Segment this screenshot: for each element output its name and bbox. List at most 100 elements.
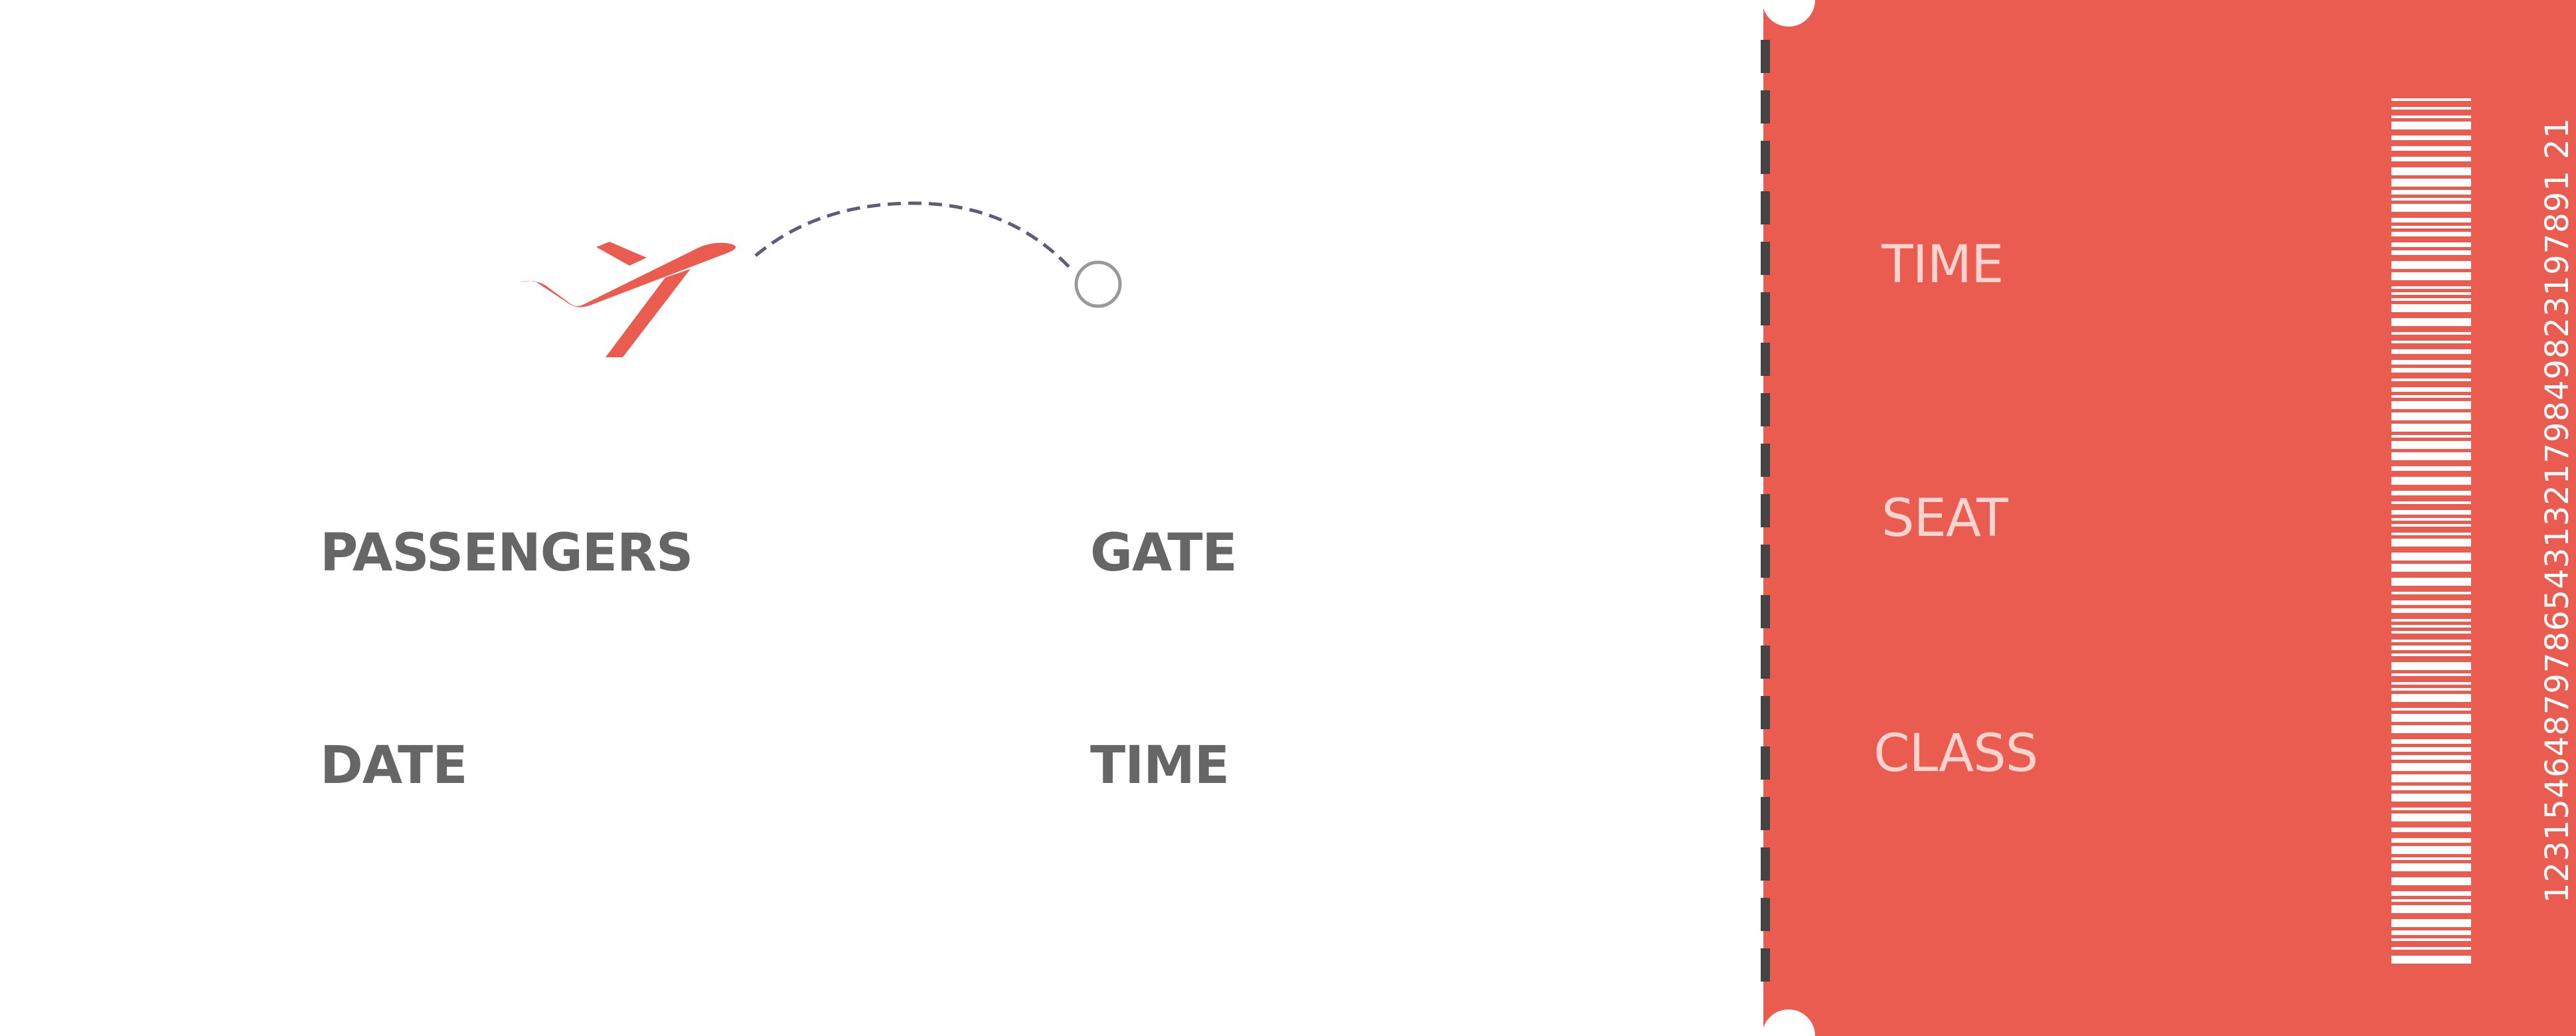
barcode-bar	[2391, 625, 2471, 628]
barcode-bar	[2391, 739, 2471, 744]
barcode-bar	[2391, 341, 2471, 343]
barcode-bar	[2391, 477, 2471, 485]
barcode-bar	[2391, 401, 2471, 409]
barcode-bar	[2391, 167, 2471, 175]
barcode-bar	[2391, 539, 2471, 547]
gate-label: GATE	[1090, 523, 1238, 583]
barcode-bar	[2391, 653, 2471, 656]
barcode-bar	[2391, 857, 2471, 860]
barcode-bar	[2391, 116, 2471, 118]
passengers-label: PASSENGERS	[320, 523, 693, 583]
barcode-bar	[2391, 435, 2471, 438]
circle-destination-icon	[1074, 260, 1122, 308]
barcode-bar	[2391, 919, 2471, 927]
flight-route-graphic	[518, 201, 1122, 357]
barcode-bar	[2391, 232, 2471, 236]
barcode-bar	[2391, 564, 2471, 572]
barcode-bar	[2391, 640, 2471, 642]
barcode-bar	[2391, 318, 2471, 326]
stub-class-label: CLASS	[1874, 724, 2038, 784]
barcode-bar	[2391, 646, 2471, 650]
barcode-bar	[2391, 905, 2471, 913]
barcode-bar	[2391, 846, 2471, 854]
barcode-bar	[2391, 332, 2471, 335]
barcode-bar	[2391, 198, 2471, 201]
barcode-bar	[2391, 304, 2471, 312]
barcode-bar	[2391, 938, 2471, 941]
barcode-bar	[2391, 956, 2471, 964]
barcode-bar	[2391, 747, 2471, 752]
barcode-bar	[2391, 424, 2471, 432]
barcode-bar	[2391, 146, 2471, 151]
barcode-bar	[2391, 218, 2471, 222]
barcode-bar	[2391, 608, 2471, 613]
barcode-bar	[2391, 466, 2471, 471]
barcode-bar	[2391, 814, 2471, 821]
barcode-bar	[2391, 947, 2471, 950]
barcode-bar	[2391, 877, 2471, 885]
barcode-bar	[2391, 360, 2471, 365]
barcode-bar	[2391, 518, 2471, 521]
barcode-bar	[2391, 774, 2471, 782]
barcode-number: 12315464879786543132179849823197891 21	[2539, 117, 2576, 903]
barcode-bar	[2391, 694, 2471, 702]
barcode-bar	[2391, 286, 2471, 289]
barcode-bar	[2391, 524, 2471, 527]
stub-time-label: TIME	[1882, 235, 2004, 295]
barcode-bar	[2391, 98, 2471, 101]
barcode-bar	[2391, 107, 2471, 110]
date-label: DATE	[320, 736, 468, 796]
barcode-bar	[2391, 395, 2471, 398]
barcode-bar	[2391, 838, 2471, 843]
barcode-bar	[2391, 122, 2471, 130]
barcode-bar	[2391, 387, 2471, 392]
barcode-icon	[2391, 98, 2471, 964]
barcode-bar	[2391, 578, 2471, 586]
perforation-line	[1761, 40, 1770, 996]
barcode-bar	[2391, 412, 2471, 420]
barcode-bar	[2391, 827, 2471, 832]
barcode-bar	[2391, 930, 2471, 935]
barcode-bar	[2391, 135, 2471, 140]
barcode-bar	[2391, 763, 2471, 771]
barcode-bar	[2391, 292, 2471, 295]
ticket-main-section: PASSENGERS GATE DATE TIME	[320, 201, 1238, 796]
barcode-bar	[2391, 242, 2471, 247]
barcode-bar	[2391, 863, 2471, 871]
barcode-bar	[2391, 379, 2471, 381]
barcode-bar	[2391, 592, 2471, 594]
barcode-bar	[2391, 708, 2471, 711]
stub-seat-label: SEAT	[1882, 489, 2008, 549]
barcode-bar	[2391, 226, 2471, 228]
barcode-bar	[2391, 673, 2471, 676]
barcode-bar	[2391, 501, 2471, 504]
barcode-bar	[2391, 631, 2471, 634]
barcode-bar	[2391, 808, 2471, 810]
barcode-bar	[2391, 725, 2471, 733]
barcode-bar	[2391, 250, 2471, 255]
barcode-bar	[2391, 755, 2471, 760]
time-label: TIME	[1090, 736, 1230, 796]
barcode-bar	[2391, 794, 2471, 802]
barcode-bar	[2391, 298, 2471, 301]
barcode-bar	[2391, 349, 2471, 354]
barcode-bar	[2391, 179, 2471, 187]
barcode-bar	[2391, 491, 2471, 495]
barcode-bar	[2391, 600, 2471, 605]
barcode-bar	[2391, 190, 2471, 195]
barcode-bar	[2391, 682, 2471, 685]
barcode-bar	[2391, 714, 2471, 722]
barcode-bar	[2391, 619, 2471, 622]
barcode-bar	[2391, 261, 2471, 269]
airplane-takeoff-icon	[518, 242, 736, 357]
barcode-bar	[2391, 272, 2471, 280]
barcode-bar	[2391, 510, 2471, 515]
barcode-bar	[2391, 899, 2471, 902]
barcode-bar	[2391, 157, 2471, 161]
barcode-bar	[2391, 452, 2471, 460]
barcode-bar	[2391, 891, 2471, 896]
barcode-bar	[2391, 204, 2471, 212]
barcode-bar	[2391, 441, 2471, 449]
barcode-bar	[2391, 553, 2471, 561]
